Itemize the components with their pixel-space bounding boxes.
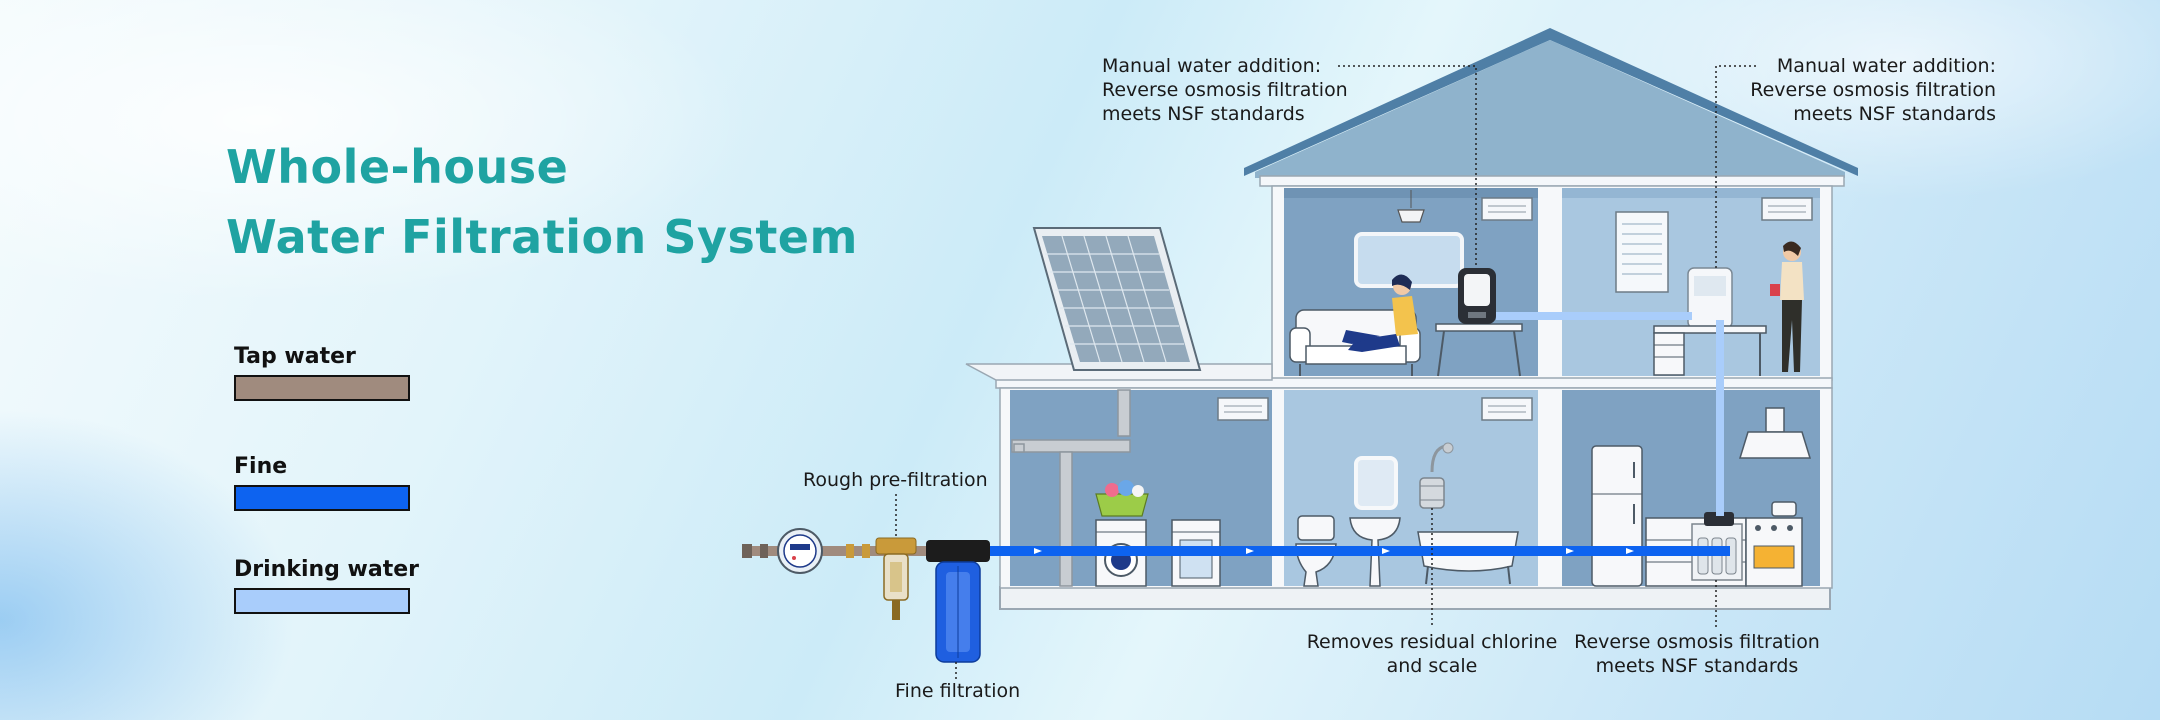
laundry-basket — [1095, 480, 1149, 517]
blinds-window — [1615, 211, 1669, 293]
drinking-water-lines — [1496, 312, 1724, 516]
callout-line: Reverse osmosis filtration — [1750, 79, 1996, 101]
air-conditioner-icon — [1761, 197, 1813, 221]
callout-line: meets NSF standards — [1793, 103, 1996, 125]
callout-fine-filtration: Fine filtration — [895, 679, 1020, 703]
tap-water-line — [742, 544, 938, 558]
legend-item-drinking-water: Drinking water — [234, 557, 419, 614]
callout-manual-addition-left: Manual water addition: Reverse osmosis f… — [1102, 54, 1348, 126]
fridge-icon — [1591, 445, 1643, 587]
prefilter-icon — [875, 537, 917, 620]
roof-eave — [1259, 175, 1845, 187]
person-reading-icon — [1342, 274, 1418, 352]
callout-line: Rough pre-filtration — [803, 469, 988, 491]
ceiling-strip — [1562, 188, 1820, 198]
callout-rough-prefiltration: Rough pre-filtration — [803, 468, 988, 492]
leader-lines — [895, 65, 1756, 680]
wall-window — [1354, 232, 1464, 288]
legend-swatch-tap-water — [234, 375, 410, 401]
air-conditioner-icon — [1217, 397, 1269, 421]
shower-filter-icon — [1419, 442, 1454, 509]
person-standing-icon — [1770, 241, 1804, 372]
side-table — [1435, 323, 1523, 377]
legend-item-tap-water: Tap water — [234, 344, 410, 401]
legend-label: Drinking water — [234, 557, 420, 582]
ro-dispenser-upper — [1653, 267, 1767, 376]
callout-line: Reverse osmosis filtration — [1102, 79, 1348, 101]
legend-swatch-fine — [234, 485, 410, 511]
big-blue-filter-icon — [926, 540, 990, 663]
legend-label: Fine — [234, 454, 288, 479]
flow-arrows — [1034, 548, 1634, 554]
page-title-line2: Water Filtration System — [226, 210, 858, 264]
callout-manual-addition-right: Manual water addition: Reverse osmosis f… — [1750, 54, 1996, 126]
callout-line: meets NSF standards — [1595, 655, 1799, 677]
range-hood-icon — [1738, 407, 1812, 459]
callout-line: Reverse osmosis filtration — [1574, 631, 1820, 653]
air-conditioner-icon — [1481, 197, 1533, 221]
legend-item-fine: Fine — [234, 454, 410, 511]
callout-shower-filter: Removes residual chlorine and scale — [1272, 630, 1592, 678]
fine-water-line — [990, 546, 1730, 556]
callout-line: Manual water addition: — [1102, 55, 1322, 77]
callout-kitchen-ro: Reverse osmosis filtration meets NSF sta… — [1552, 630, 1842, 678]
callout-line: Manual water addition: — [1776, 55, 1996, 77]
callout-line: Fine filtration — [895, 680, 1021, 702]
water-meter-icon — [777, 528, 823, 574]
callout-line: and scale — [1386, 655, 1478, 677]
callout-line: Removes residual chlorine — [1306, 631, 1558, 653]
legend-swatch-drinking-water — [234, 588, 410, 614]
lamp-icon — [1397, 190, 1425, 223]
air-conditioner-icon — [1481, 397, 1533, 421]
foundation-slab — [999, 586, 1831, 610]
legend-label: Tap water — [234, 344, 356, 369]
solar-panel-icon — [1032, 227, 1202, 371]
water-dispenser-icon — [1458, 268, 1496, 324]
stove-icon — [1745, 501, 1803, 587]
page-title-line1: Whole-house — [226, 140, 569, 194]
callout-line: meets NSF standards — [1102, 103, 1305, 125]
roof — [1255, 40, 1845, 178]
